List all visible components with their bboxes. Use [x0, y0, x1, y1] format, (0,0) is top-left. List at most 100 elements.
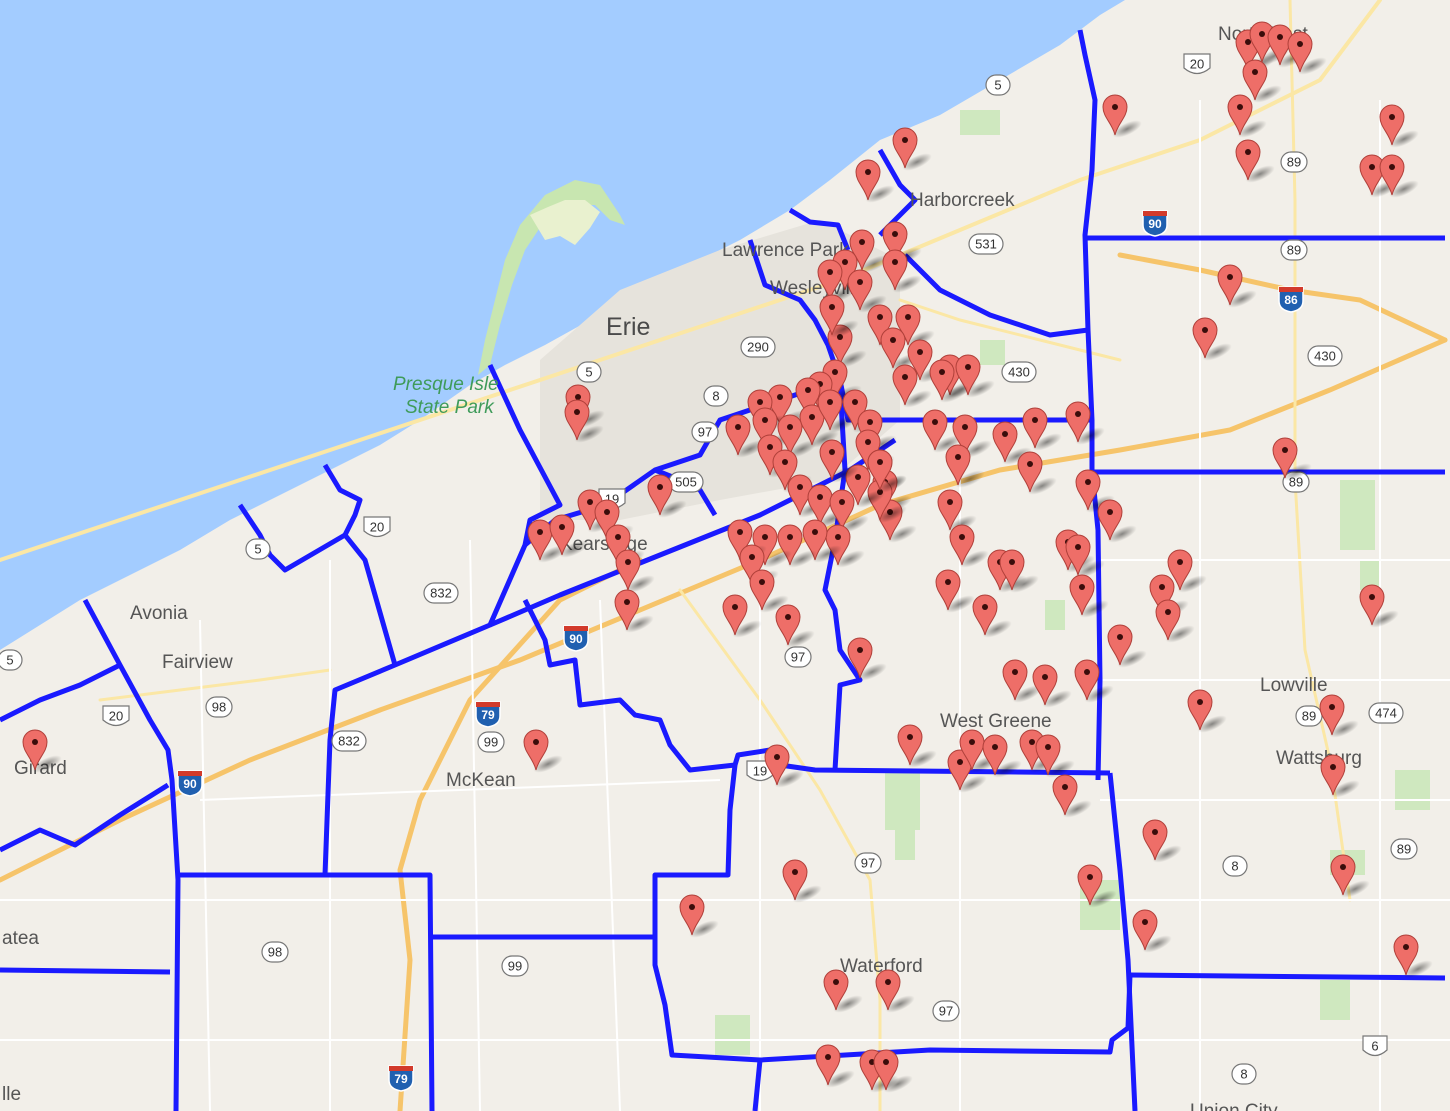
marker-pin[interactable] — [1155, 599, 1181, 641]
map-pin-icon[interactable] — [764, 744, 806, 791]
map-pin-icon[interactable] — [1167, 549, 1209, 596]
marker-pin[interactable] — [945, 444, 971, 486]
marker-pin[interactable] — [1074, 659, 1100, 701]
marker-pin[interactable] — [823, 969, 849, 1011]
map-pin-icon[interactable] — [22, 729, 64, 776]
marker-pin[interactable] — [772, 449, 798, 491]
marker-pin[interactable] — [1052, 774, 1078, 816]
map-pin-icon[interactable] — [1227, 94, 1269, 141]
marker-pin[interactable] — [1102, 94, 1128, 136]
marker-pin[interactable] — [829, 489, 855, 531]
marker-pin[interactable] — [1167, 549, 1193, 591]
map-pin-icon[interactable] — [847, 269, 889, 316]
marker-pin[interactable] — [880, 327, 906, 369]
marker-pin[interactable] — [1379, 104, 1405, 146]
marker-pin[interactable] — [775, 604, 801, 646]
marker-pin[interactable] — [955, 354, 981, 396]
map-pin-icon[interactable] — [882, 249, 924, 296]
map-pin-icon[interactable] — [819, 294, 861, 341]
marker-pin[interactable] — [1065, 401, 1091, 443]
marker-pin[interactable] — [1359, 154, 1385, 196]
marker-pin[interactable] — [1035, 734, 1061, 776]
marker-pin[interactable] — [725, 414, 751, 456]
marker-pin[interactable] — [882, 221, 908, 263]
map-pin-icon[interactable] — [897, 724, 939, 771]
map-pin-icon[interactable] — [1235, 139, 1277, 186]
marker-pin[interactable] — [867, 449, 893, 491]
map-pin-icon[interactable] — [947, 749, 989, 796]
marker-pin[interactable] — [1187, 689, 1213, 731]
map-pin-icon[interactable] — [647, 474, 689, 521]
map-pin-icon[interactable] — [1065, 534, 1107, 581]
map-pin-icon[interactable] — [722, 594, 764, 641]
map-pin-icon[interactable] — [1142, 819, 1184, 866]
marker-pin[interactable] — [647, 474, 673, 516]
marker-pin[interactable] — [764, 744, 790, 786]
map-pin-icon[interactable] — [992, 421, 1034, 468]
marker-pin[interactable] — [739, 544, 765, 586]
map-pin-icon[interactable] — [1107, 624, 1149, 671]
marker-pin[interactable] — [549, 514, 575, 556]
map-pin-icon[interactable] — [1287, 31, 1329, 78]
map-pin-icon[interactable] — [1017, 451, 1059, 498]
map-pin-icon[interactable] — [892, 364, 934, 411]
marker-pin[interactable] — [999, 549, 1025, 591]
map-pin-icon[interactable] — [955, 354, 997, 401]
marker-pin[interactable] — [935, 569, 961, 611]
marker-pin[interactable] — [875, 969, 901, 1011]
marker-pin[interactable] — [849, 229, 875, 271]
marker-pin[interactable] — [847, 269, 873, 311]
marker-pin[interactable] — [847, 637, 873, 679]
marker-pin[interactable] — [922, 409, 948, 451]
marker-pin[interactable] — [929, 359, 955, 401]
map-pin-icon[interactable] — [615, 549, 657, 596]
map-pin-icon[interactable] — [892, 127, 934, 174]
map-pin-icon[interactable] — [614, 589, 656, 636]
marker-pin[interactable] — [782, 859, 808, 901]
marker-pin[interactable] — [815, 1044, 841, 1086]
map-pin-icon[interactable] — [873, 1049, 915, 1096]
marker-pin[interactable] — [749, 569, 775, 611]
marker-pin[interactable] — [949, 524, 975, 566]
marker-pin[interactable] — [523, 729, 549, 771]
marker-pin[interactable] — [972, 594, 998, 636]
map-pin-icon[interactable] — [999, 549, 1041, 596]
map-pin-icon[interactable] — [1192, 317, 1234, 364]
marker-pin[interactable] — [1217, 264, 1243, 306]
map-pin-icon[interactable] — [819, 439, 861, 486]
marker-pin[interactable] — [867, 304, 893, 346]
map-pin-icon[interactable] — [1330, 854, 1372, 901]
map-pin-icon[interactable] — [564, 399, 606, 446]
marker-pin[interactable] — [982, 734, 1008, 776]
map-pin-icon[interactable] — [1320, 754, 1362, 801]
map-pin-icon[interactable] — [1022, 407, 1064, 454]
marker-pin[interactable] — [1235, 139, 1261, 181]
map-pin-icon[interactable] — [523, 729, 565, 776]
marker-pin[interactable] — [605, 524, 631, 566]
map-pin-icon[interactable] — [1319, 694, 1361, 741]
marker-pin[interactable] — [22, 729, 48, 771]
map-markers[interactable] — [22, 21, 1435, 1096]
marker-pin[interactable] — [1287, 31, 1313, 73]
marker-pin[interactable] — [907, 339, 933, 381]
map-pin-icon[interactable] — [802, 519, 844, 566]
marker-pin[interactable] — [855, 159, 881, 201]
map-pin-icon[interactable] — [799, 404, 841, 451]
map-pin-icon[interactable] — [549, 514, 591, 561]
marker-pin[interactable] — [1002, 659, 1028, 701]
map-pin-icon[interactable] — [867, 449, 909, 496]
marker-pin[interactable] — [1077, 864, 1103, 906]
map-pin-icon[interactable] — [847, 637, 889, 684]
marker-pin[interactable] — [1393, 934, 1419, 976]
map-pin-icon[interactable] — [725, 414, 767, 461]
marker-pin[interactable] — [1132, 909, 1158, 951]
map-pin-icon[interactable] — [782, 859, 824, 906]
map-pin-icon[interactable] — [1097, 499, 1139, 546]
map-pin-icon[interactable] — [929, 359, 971, 406]
map-pin-icon[interactable] — [1393, 934, 1435, 981]
map-pin-icon[interactable] — [875, 969, 917, 1016]
map-pin-icon[interactable] — [527, 519, 569, 566]
map-pin-icon[interactable] — [982, 734, 1024, 781]
map-pin-icon[interactable] — [1187, 689, 1229, 736]
